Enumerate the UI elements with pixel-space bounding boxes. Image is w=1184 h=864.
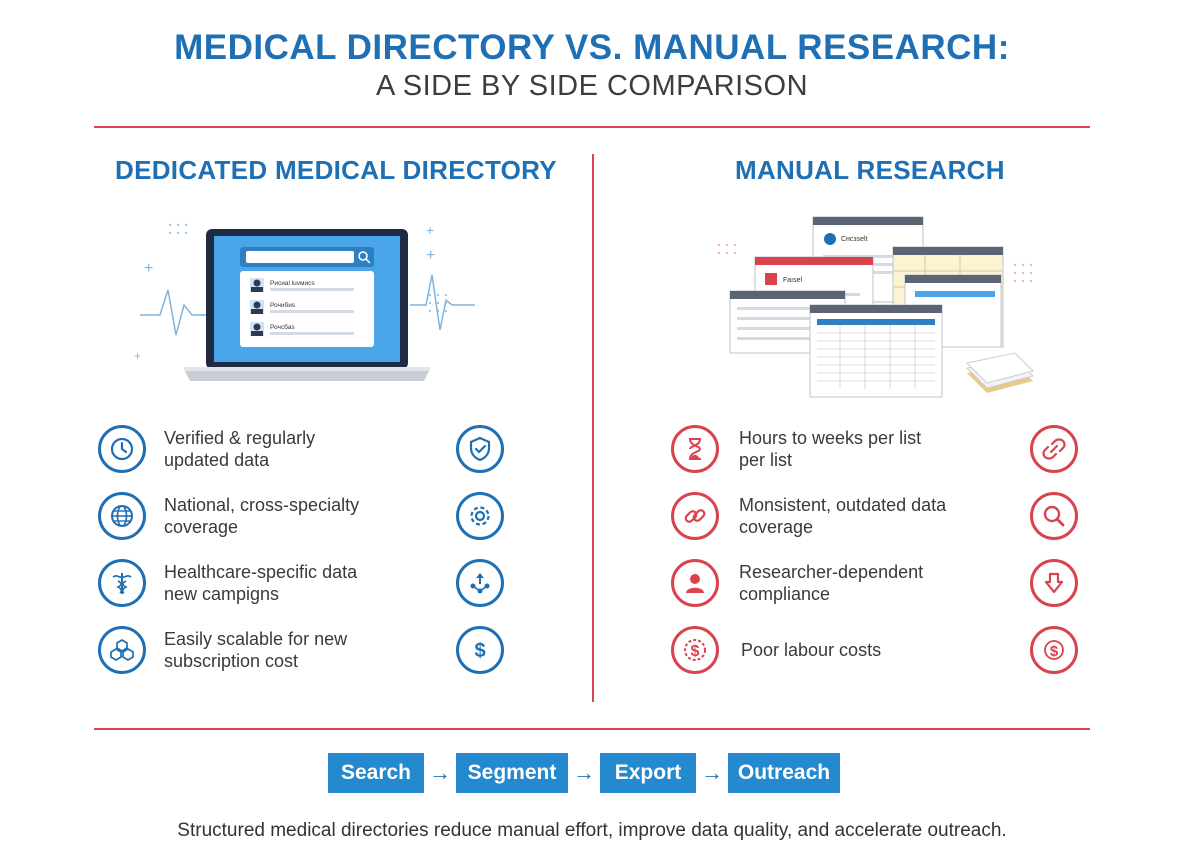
- right-column-heading: MANUAL RESEARCH: [735, 155, 1005, 185]
- dollar-icon: $: [1030, 626, 1078, 674]
- flow-arrow-3: →: [701, 760, 723, 785]
- dollar-icon: $: [456, 626, 504, 674]
- right-item-3: Researcher-dependent compliance: [671, 559, 969, 607]
- clock-icon: [98, 425, 146, 473]
- broken-link-icon: [1030, 425, 1078, 473]
- page-title: MEDICAL DIRECTORY VS. MANUAL RESEARCH:: [174, 28, 1010, 67]
- svg-text:+: +: [144, 260, 153, 277]
- cubes-icon: [98, 626, 146, 674]
- left-item-3-line-1: Healthcare-specific data: [164, 562, 358, 582]
- right-item-4-line-1: Poor labour costs: [741, 640, 882, 660]
- globe-icon: [98, 492, 146, 540]
- svg-text:$: $: [474, 640, 485, 662]
- flow-step-outreach: Outreach: [728, 753, 840, 793]
- right-item-1-line-2: per list: [739, 450, 793, 470]
- right-item-1: Hours to weeks per list per list: [671, 425, 969, 473]
- left-item-1-line-1: Verified & regularly: [164, 428, 316, 448]
- right-item-1-text: Hours to weeks per list per list: [739, 427, 969, 471]
- left-item-3-line-2: new campigns: [164, 584, 280, 604]
- screen-row-3-label: Рочсбаs: [270, 323, 295, 331]
- left-item-1-text: Verified & regularly updated data: [164, 427, 394, 471]
- left-item-2-text: National, cross-specialty coverage: [164, 494, 394, 538]
- left-item-3: Healthcare-specific data new campigns: [98, 559, 394, 607]
- left-item-1-line-2: updated data: [164, 450, 270, 470]
- screen-row-2: Рочибиs: [250, 300, 354, 314]
- left-item-4-line-1: Easily scalable for new: [164, 629, 348, 649]
- right-item-4: $ Poor labour costs: [671, 626, 971, 674]
- right-item-3-text: Researcher-dependent compliance: [739, 561, 969, 605]
- left-item-4: Easily scalable for new subscription cos…: [98, 626, 394, 674]
- process-flow: Search → Segment → Export → Outreach: [328, 753, 840, 793]
- svg-text:$: $: [1050, 643, 1059, 660]
- left-item-2: National, cross-specialty coverage: [98, 492, 394, 540]
- right-item-2: Monsistent, outdated data coverage: [671, 492, 969, 540]
- hourglass-icon: [671, 425, 719, 473]
- svg-text:$: $: [691, 643, 700, 660]
- right-item-2-line-1: Monsistent, outdated data: [739, 495, 947, 515]
- laptop-illustration: + + + + Рисиаl luvмисs Рочибиs Рочсбаs: [134, 222, 475, 381]
- screen-row-1-label: Рисиаl luvмисs: [270, 280, 315, 287]
- screen-row-3: Рочсбаs: [250, 322, 354, 336]
- magnifier-icon: [1030, 492, 1078, 540]
- right-item-2-text: Monsistent, outdated data coverage: [739, 494, 969, 538]
- page-subtitle: A SIDE BY SIDE COMPARISON: [375, 70, 809, 102]
- shield-check-icon: [456, 425, 504, 473]
- flow-step-search: Search: [328, 753, 424, 793]
- gear-icon: [456, 492, 504, 540]
- left-item-3-text: Healthcare-specific data new campigns: [164, 561, 394, 605]
- svg-text:+: +: [426, 222, 434, 238]
- flow-step-segment: Segment: [456, 753, 568, 793]
- left-item-4-text: Easily scalable for new subscription cos…: [164, 628, 394, 672]
- footer-caption: Structured medical directories reduce ma…: [177, 820, 1007, 841]
- left-item-2-line-1: National, cross-specialty: [164, 495, 360, 515]
- link-icon: [671, 492, 719, 540]
- window-1-title: Cнсзselt: [841, 236, 868, 243]
- caduceus-icon: [98, 559, 146, 607]
- browser-windows-illustration: Cнсзselt Faısel: [717, 216, 1034, 398]
- right-item-3-line-1: Researcher-dependent: [739, 562, 924, 582]
- flow-arrow-1: →: [429, 760, 451, 785]
- person-icon: [671, 559, 719, 607]
- right-item-3-line-2: compliance: [739, 584, 831, 604]
- screen-row-2-label: Рочибиs: [270, 301, 296, 309]
- window-2-title: Faısel: [783, 277, 803, 284]
- svg-text:+: +: [426, 247, 435, 264]
- left-item-1: Verified & regularly updated data: [98, 425, 394, 473]
- right-item-2-line-2: coverage: [739, 517, 814, 537]
- network-arrow-icon: [456, 559, 504, 607]
- right-item-1-line-1: Hours to weeks per list: [739, 428, 922, 448]
- center-divider: [592, 154, 594, 702]
- flow-step-export: Export: [600, 753, 696, 793]
- top-divider: [94, 126, 1090, 128]
- down-arrow-icon: [1030, 559, 1078, 607]
- flow-arrow-2: →: [573, 760, 595, 785]
- svg-text:+: +: [134, 349, 141, 363]
- left-item-4-line-2: subscription cost: [164, 651, 299, 671]
- left-column-heading: DEDICATED MEDICAL DIRECTORY: [115, 155, 557, 185]
- left-item-2-line-2: coverage: [164, 517, 239, 537]
- right-item-4-text: Poor labour costs: [741, 639, 971, 661]
- screen-row-1: Рисиаl luvмисs: [250, 278, 354, 292]
- dollar-coin-icon: $: [671, 626, 719, 674]
- bottom-divider: [94, 728, 1090, 730]
